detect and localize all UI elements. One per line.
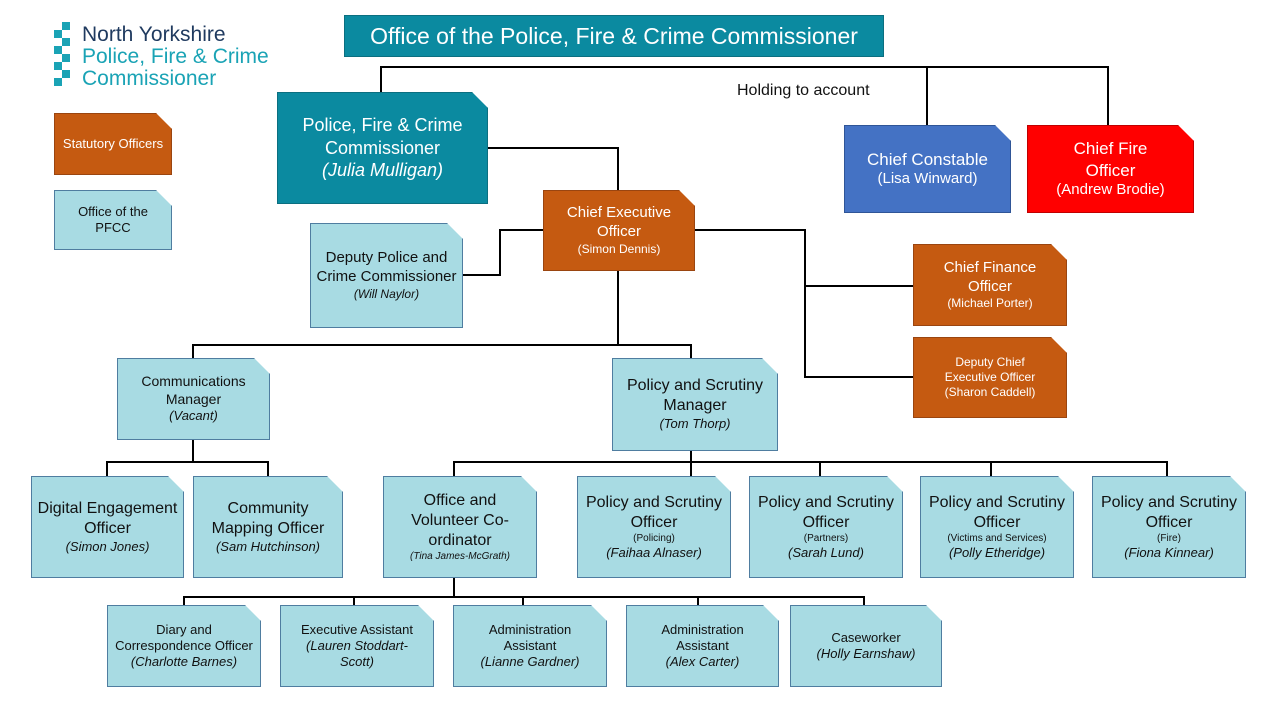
node-name: (Tina James-McGrath): [410, 550, 510, 562]
holding-to-account-label: Holding to account: [737, 82, 870, 99]
connector-holding: [380, 66, 1109, 125]
node-title: Policy and Scrutiny Officer: [928, 493, 1066, 531]
node-name: (Faihaa Alnaser): [606, 545, 702, 561]
node-title: Caseworker: [831, 629, 901, 645]
connector-deputy-pcc: [463, 229, 543, 276]
node-title: Policy and Scrutiny Manager: [626, 377, 764, 415]
node-office-volunteer-coordinator: Office and Volunteer Co-ordinator (Tina …: [383, 476, 537, 578]
node-name: (Charlotte Barnes): [130, 654, 238, 670]
node-title: Digital Engagement Officer: [37, 499, 178, 537]
pfcc-logo-mark: [54, 22, 70, 86]
node-name: (Alex Carter): [665, 654, 740, 670]
node-admin-assistant-1: Administration Assistant (Lianne Gardner…: [453, 605, 607, 687]
node-executive-assistant: Executive Assistant (Lauren Stoddart-Sco…: [280, 605, 434, 687]
node-deputy-pcc: Deputy Police and Crime Commissioner (Wi…: [310, 223, 463, 328]
node-name: (Simon Dennis): [577, 241, 661, 256]
legend-statutory-officers: Statutory Officers: [54, 113, 172, 175]
logo-line-3: Commissioner: [82, 67, 217, 90]
node-title: Policy and Scrutiny Officer: [757, 493, 895, 531]
node-name: (Lisa Winward): [877, 170, 978, 188]
node-name: (Sarah Lund): [788, 545, 864, 561]
node-title: Chief Fire Officer: [1073, 139, 1148, 180]
node-name: (Sam Hutchinson): [215, 538, 321, 554]
node-title: Community Mapping Officer: [211, 499, 325, 537]
node-title: Police, Fire & Crime Commissioner: [302, 115, 463, 158]
node-name: (Lauren Stoddart-Scott): [306, 637, 408, 670]
node-title: Chief Executive Officer: [566, 204, 672, 240]
node-name: (Andrew Brodie): [1056, 180, 1165, 198]
legend-office-pfcc: Office of the PFCC: [54, 190, 172, 250]
logo-line-2: Police, Fire & Crime: [82, 45, 269, 68]
node-subtitle: (Fire): [1157, 532, 1181, 544]
node-subtitle: (Victims and Services): [947, 532, 1047, 544]
node-deputy-chief-executive: Deputy Chief Executive Officer (Sharon C…: [913, 337, 1067, 418]
node-name: (Fiona Kinnear): [1124, 545, 1214, 561]
node-name: (Julia Mulligan): [321, 160, 444, 181]
node-name: (Holly Earnshaw): [816, 646, 916, 661]
node-communications-manager: Communications Manager (Vacant): [117, 358, 270, 440]
pfcc-logo-text: North Yorkshire Police, Fire & Crime Com…: [82, 24, 269, 90]
node-chief-executive-officer: Chief Executive Officer (Simon Dennis): [543, 190, 695, 271]
node-pso-partners: Policy and Scrutiny Officer (Partners) (…: [749, 476, 903, 578]
node-name: (Sharon Caddell): [944, 385, 1036, 399]
node-pfcc: Police, Fire & Crime Commissioner (Julia…: [277, 92, 488, 204]
node-title: Diary and Correspondence Officer: [115, 621, 253, 653]
node-pso-victims: Policy and Scrutiny Officer (Victims and…: [920, 476, 1074, 578]
node-name: (Tom Thorp): [659, 416, 731, 432]
connector-pfcc-ceo: [488, 147, 619, 190]
node-title: Policy and Scrutiny Officer: [585, 493, 723, 531]
connector-comms-team: [106, 461, 269, 476]
node-policy-scrutiny-manager: Policy and Scrutiny Manager (Tom Thorp): [612, 358, 778, 451]
logo-line-1: North Yorkshire: [82, 23, 226, 46]
node-subtitle: (Partners): [803, 532, 849, 544]
node-name: (Vacant): [169, 408, 218, 424]
node-title: Policy and Scrutiny Officer: [1100, 493, 1238, 531]
node-title: Administration Assistant: [488, 621, 572, 653]
node-caseworker: Caseworker (Holly Earnshaw): [790, 605, 942, 687]
node-title: Communications Manager: [141, 373, 246, 407]
node-name: (Polly Etheridge): [948, 545, 1046, 561]
connector-ceo-right: [695, 229, 913, 378]
node-title: Chief Constable: [867, 150, 988, 169]
node-name: (Simon Jones): [65, 538, 150, 554]
node-name: (Lianne Gardner): [480, 654, 580, 670]
legend-statutory-label: Statutory Officers: [62, 135, 164, 151]
node-admin-assistant-2: Administration Assistant (Alex Carter): [626, 605, 779, 687]
node-name: (Michael Porter): [947, 296, 1033, 311]
node-name: (Will Naylor): [353, 286, 420, 301]
node-community-mapping-officer: Community Mapping Officer (Sam Hutchinso…: [193, 476, 343, 578]
node-chief-fire-officer: Chief Fire Officer (Andrew Brodie): [1027, 125, 1194, 213]
node-title: Office and Volunteer Co-ordinator: [411, 491, 509, 549]
node-chief-finance-officer: Chief Finance Officer (Michael Porter): [913, 244, 1067, 326]
node-title: Chief Finance Officer: [943, 258, 1037, 295]
node-diary-correspondence: Diary and Correspondence Officer (Charlo…: [107, 605, 261, 687]
node-digital-engagement-officer: Digital Engagement Officer (Simon Jones): [31, 476, 184, 578]
page-title: Office of the Police, Fire & Crime Commi…: [344, 15, 884, 57]
node-title: Deputy Chief Executive Officer: [944, 355, 1036, 384]
node-chief-constable: Chief Constable (Lisa Winward): [844, 125, 1011, 213]
node-title: Administration Assistant: [661, 621, 744, 653]
node-pso-policing: Policy and Scrutiny Officer (Policing) (…: [577, 476, 731, 578]
node-title: Executive Assistant: [301, 621, 413, 637]
connector-policy-team: [453, 461, 1168, 476]
node-title: Deputy Police and Crime Commissioner: [316, 249, 457, 285]
connector-managers: [192, 344, 692, 358]
legend-office-label: Office of the PFCC: [78, 203, 148, 235]
node-subtitle: (Policing): [633, 532, 675, 544]
node-pso-fire: Policy and Scrutiny Officer (Fire) (Fion…: [1092, 476, 1246, 578]
